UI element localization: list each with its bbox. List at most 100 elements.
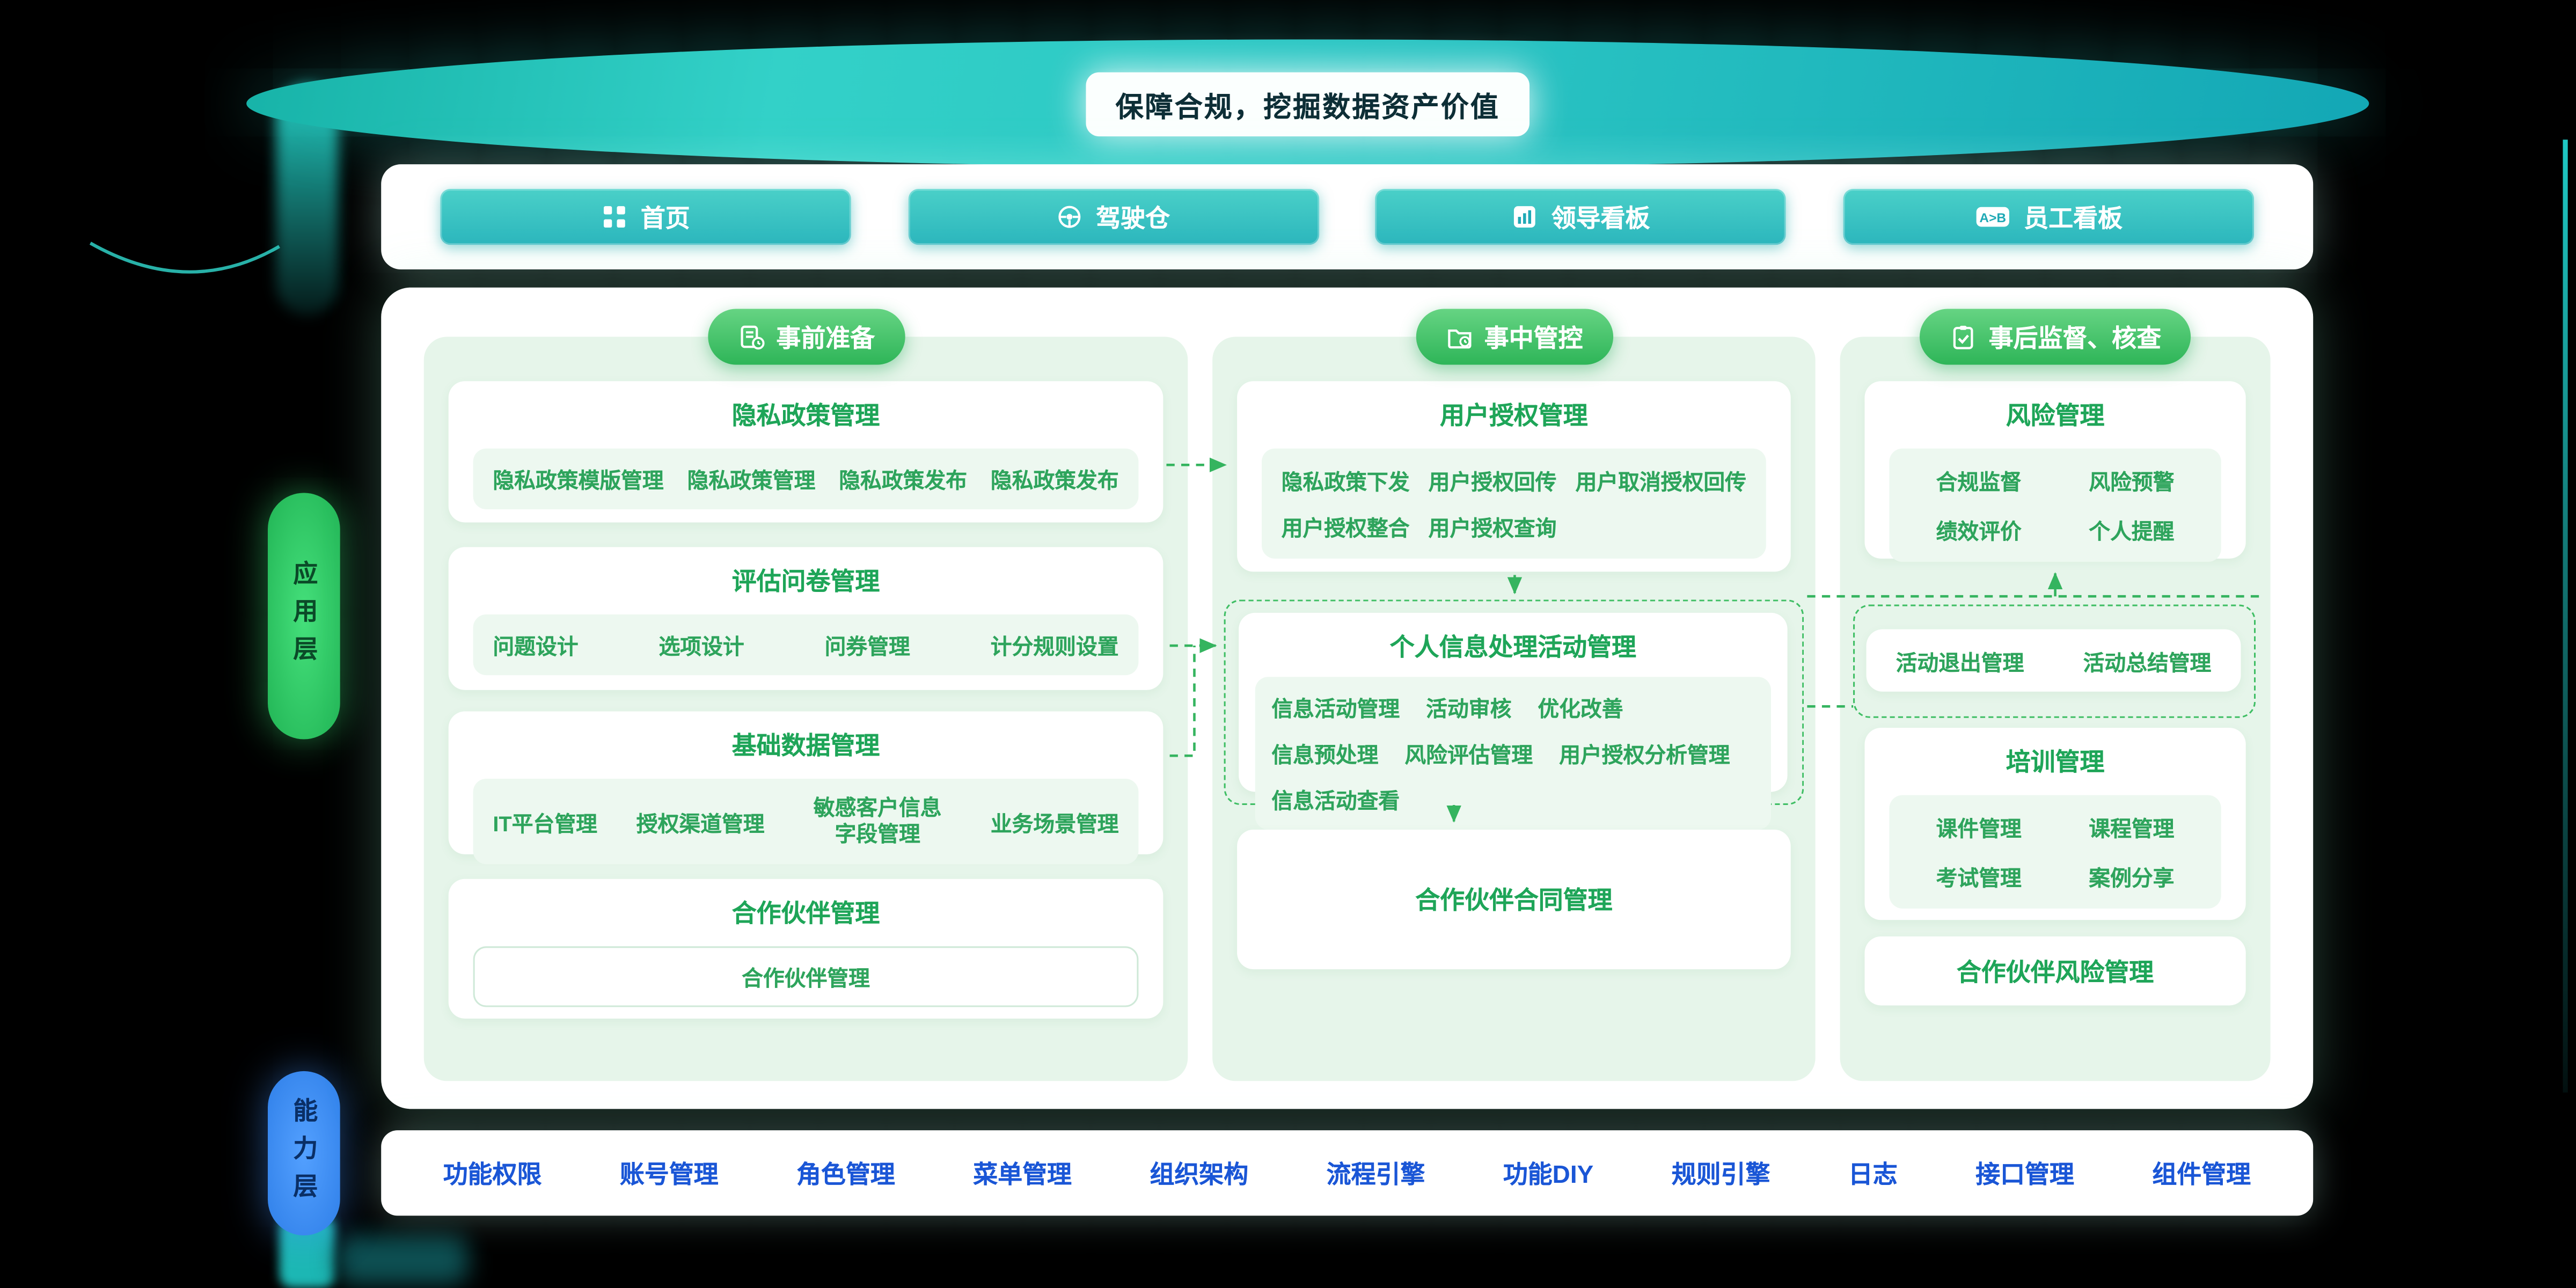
module-item: 信息活动管理 [1271, 696, 1400, 721]
module-item-row: 课件管理 课程管理 考试管理 案例分享 [1889, 795, 2221, 909]
module-item: 隐私政策下发 [1281, 470, 1410, 495]
card-partner-contract-management: 合作伙伴合同管理 [1237, 829, 1791, 970]
clipboard-check-icon [1953, 325, 1973, 349]
column-header-label: 事前准备 [776, 324, 875, 353]
module-item: 选项设计 [658, 634, 744, 659]
capability-item: 流程引擎 [1326, 1160, 1425, 1189]
folder-clock-icon [1447, 328, 1470, 348]
card-risk-management: 风险管理 合规监督 风险预警 绩效评价 个人提醒 [1864, 381, 2246, 562]
nav-item-leader-dashboard[interactable]: 领导看板 [1375, 189, 1787, 245]
card-user-authorization-management: 用户授权管理 隐私政策下发 用户授权回传 用户取消授权回传 用户授权整合 用户授… [1237, 381, 1791, 572]
module-item: 个人提醒 [2089, 519, 2175, 544]
nav-item-label: 员工看板 [2024, 204, 2123, 233]
module-item: 合作伙伴管理 [742, 965, 870, 991]
card-privacy-policy-management: 隐私政策管理 隐私政策模版管理 隐私政策管理 隐私政策发布 隐私政策发布 [448, 381, 1163, 523]
column-header-badge-in-process-control: 事中管控 [1415, 309, 1613, 365]
capability-item: 规则引擎 [1671, 1160, 1770, 1189]
card-activity-exit-summary: 活动退出管理 活动总结管理 [1866, 629, 2241, 692]
dashed-group-activity-exit-summary: 活动退出管理 活动总结管理 [1853, 604, 2256, 718]
card-training-management: 培训管理 课件管理 课程管理 考试管理 案例分享 [1864, 728, 2246, 920]
module-item-row: 隐私政策下发 用户授权回传 用户取消授权回传 用户授权整合 用户授权查询 [1262, 448, 1766, 559]
right-edge-line-decoration [2563, 140, 2568, 1093]
card-title: 培训管理 [2006, 749, 2105, 777]
module-item: 用户取消授权回传 [1575, 470, 1747, 495]
card-title: 评估问卷管理 [731, 568, 880, 597]
module-item: 用户授权整合 [1281, 516, 1410, 541]
module-item: 隐私政策模版管理 [493, 468, 664, 493]
capability-item: 菜单管理 [973, 1160, 1072, 1189]
capability-item: 账号管理 [619, 1160, 719, 1189]
module-item: 案例分享 [2089, 866, 2175, 891]
application-layer-text: 应用层 [290, 559, 318, 673]
module-item: 计分规则设置 [990, 634, 1119, 659]
module-item: 优化改善 [1538, 696, 1623, 721]
card-title: 合作伙伴合同管理 [1415, 887, 1613, 916]
svg-text:A>B: A>B [1979, 211, 2006, 225]
card-basic-data-management: 基础数据管理 IT平台管理 授权渠道管理 敏感客户信息字段管理 业务场景管理 [448, 711, 1163, 865]
grid-icon [603, 206, 625, 228]
capability-layer-label: 能力层 [267, 1071, 340, 1236]
card-partner-management: 合作伙伴管理 合作伙伴管理 [448, 879, 1163, 1019]
module-item-row: 合规监督 风险预警 绩效评价 个人提醒 [1889, 448, 2221, 562]
dashed-group-personal-info-activity: 个人信息处理活动管理 信息活动管理 活动审核 优化改善 信息预处理 风险评估管理… [1224, 599, 1804, 830]
module-item: 隐私政策发布 [839, 468, 968, 493]
card-title: 合作伙伴风险管理 [1956, 958, 2154, 987]
module-item: 活动审核 [1426, 696, 1512, 721]
nav-item-label: 首页 [640, 204, 690, 233]
column-post-supervision-verification: 事后监督、核查 风险管理 合规监督 风险预警 绩效评价 个人提醒 活动退出管理 … [1840, 309, 2271, 1081]
module-item: 课程管理 [2089, 816, 2175, 841]
document-clock-icon [740, 325, 764, 349]
module-item: 信息活动查看 [1271, 788, 1400, 814]
top-nav-bar: 首页 驾驶仓 领导看板 A>B 员工看板 [381, 164, 2314, 270]
module-item: 课件管理 [1936, 816, 2022, 841]
column-header-label: 事后监督、核查 [1988, 324, 2162, 353]
module-item: 绩效评价 [1936, 519, 2022, 544]
nav-item-label: 领导看板 [1551, 204, 1650, 233]
capability-item: 功能DIY [1503, 1160, 1594, 1189]
module-item: 问题设计 [493, 634, 579, 659]
capability-item: 接口管理 [1975, 1160, 2074, 1189]
nav-item-home[interactable]: 首页 [440, 189, 851, 245]
capability-layer-text: 能力层 [290, 1096, 318, 1210]
card-title: 用户授权管理 [1440, 402, 1588, 431]
capability-item: 功能权限 [443, 1160, 542, 1189]
column-pre-preparation: 事前准备 隐私政策管理 隐私政策模版管理 隐私政策管理 隐私政策发布 隐私政策发… [423, 309, 1188, 1081]
banner: 保障合规，挖掘数据资产价值 [246, 39, 2369, 168]
module-item: IT平台管理 [493, 810, 597, 836]
application-layer-label: 应用层 [267, 493, 340, 740]
column-header-label: 事中管控 [1484, 324, 1583, 353]
module-item: 用户授权查询 [1428, 516, 1557, 541]
module-item-row: 隐私政策模版管理 隐私政策管理 隐私政策发布 隐私政策发布 [473, 448, 1139, 509]
module-item: 隐私政策发布 [990, 468, 1119, 493]
module-item-row: 问题设计 选项设计 问券管理 计分规则设置 [473, 614, 1139, 676]
module-item: 用户授权分析管理 [1559, 742, 1730, 767]
card-title: 隐私政策管理 [731, 402, 880, 431]
card-partner-risk-management: 合作伙伴风险管理 [1864, 936, 2246, 1006]
bar-chart-icon [1514, 206, 1536, 228]
application-layer-panel: 事前准备 隐私政策管理 隐私政策模版管理 隐私政策管理 隐私政策发布 隐私政策发… [381, 287, 2314, 1109]
capability-item: 日志 [1848, 1160, 1898, 1189]
module-item: 信息预处理 [1271, 742, 1379, 767]
module-item-row: IT平台管理 授权渠道管理 敏感客户信息字段管理 业务场景管理 [473, 779, 1139, 865]
card-personal-info-activity-management: 个人信息处理活动管理 信息活动管理 活动审核 优化改善 信息预处理 风险评估管理… [1239, 612, 1788, 830]
capability-item: 组件管理 [2152, 1160, 2251, 1189]
nav-item-cockpit[interactable]: 驾驶仓 [908, 189, 1319, 245]
ab-compare-icon: A>B [1976, 207, 2009, 227]
module-item-row: 合作伙伴管理 [473, 946, 1139, 1007]
module-item: 活动总结管理 [2083, 649, 2212, 675]
column-in-process-control: 事中管控 用户授权管理 隐私政策下发 用户授权回传 用户取消授权回传 用户授权整… [1212, 309, 1816, 1081]
card-assessment-questionnaire-management: 评估问卷管理 问题设计 选项设计 问券管理 计分规则设置 [448, 547, 1163, 690]
nav-item-employee-dashboard[interactable]: A>B 员工看板 [1843, 189, 2254, 245]
capability-item: 组织架构 [1150, 1160, 1249, 1189]
module-item-row: 信息活动管理 活动审核 优化改善 信息预处理 风险评估管理 用户授权分析管理 信… [1255, 677, 1771, 830]
module-item: 活动退出管理 [1896, 649, 2024, 675]
banner-title: 保障合规，挖掘数据资产价值 [1086, 71, 1529, 136]
teal-smear-decoration [336, 1235, 469, 1285]
capability-item: 角色管理 [796, 1160, 895, 1189]
module-item: 风险评估管理 [1404, 742, 1533, 767]
module-item: 业务场景管理 [990, 810, 1119, 836]
column-header-badge-pre-preparation: 事前准备 [707, 309, 905, 365]
module-item: 合规监督 [1936, 470, 2022, 495]
steering-wheel-icon [1058, 206, 1081, 228]
